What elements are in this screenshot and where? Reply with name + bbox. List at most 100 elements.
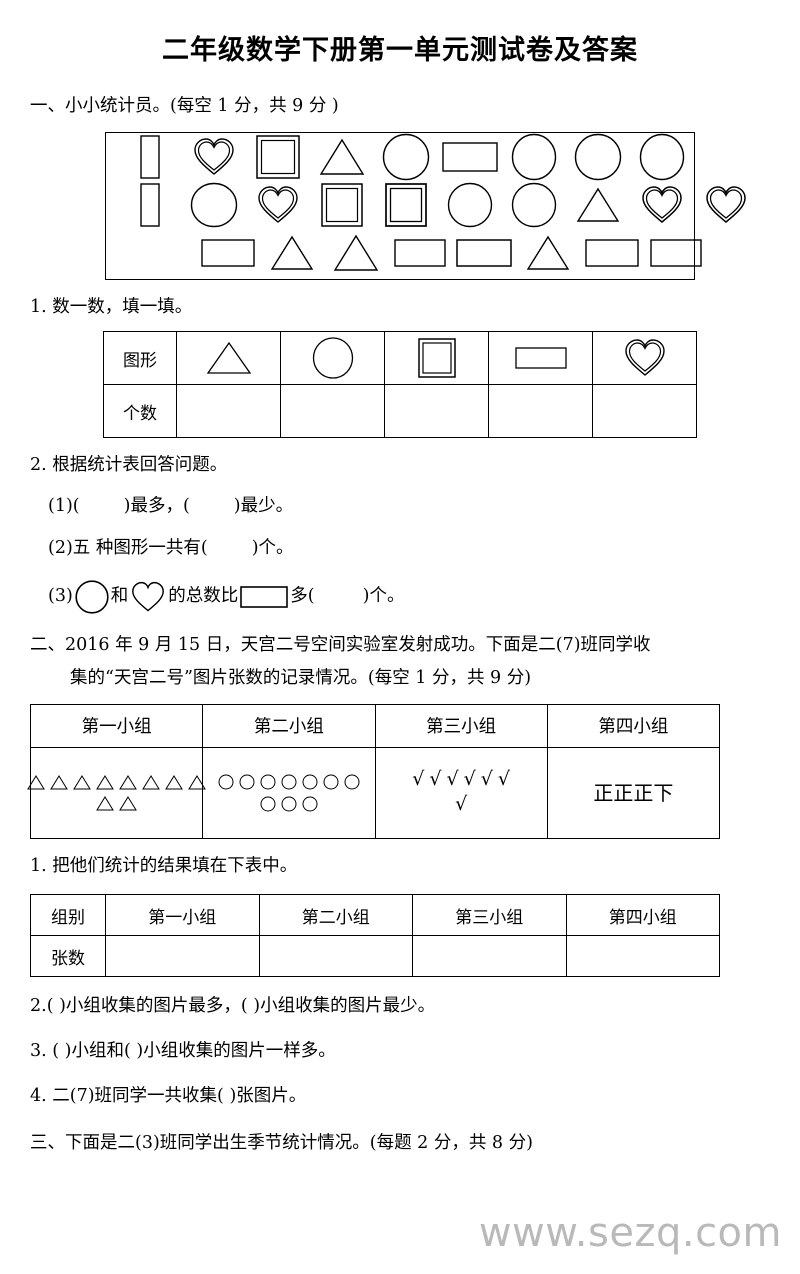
section-one-q1-label: 1. 数一数，填一填。: [30, 297, 193, 318]
rectangle-h-icon: [388, 230, 452, 276]
count-cell[interactable]: [565, 935, 720, 977]
rectangle-h-icon: [196, 230, 260, 276]
count-cell[interactable]: [105, 935, 260, 977]
table-row: √ √ √ √ √ √ √ 正正正下: [27, 746, 721, 839]
site-watermark: www.sezq.com: [478, 1210, 782, 1256]
triangle-icon: [324, 230, 388, 276]
count-header-group3: 第三小组: [412, 894, 567, 936]
check-icon: √: [497, 767, 510, 790]
double-square-icon: [384, 331, 489, 386]
count-header-group1: 第一小组: [105, 894, 260, 936]
q2-3-mid-b: 的总数比: [168, 586, 239, 607]
shape-pool-row: [106, 181, 746, 229]
triangle-icon: [566, 182, 630, 228]
count-cell[interactable]: [176, 384, 281, 439]
row-label-count: 个数: [103, 384, 177, 439]
section-one-heading: 一、小小统计员。(每空 1 分，共 9 分 ): [30, 96, 339, 116]
page-title: 二年级数学下册第一单元测试卷及答案: [162, 35, 638, 66]
triangle-icon: [260, 230, 324, 276]
heart-icon: [694, 182, 758, 228]
q2-2-prefix: (2)五 种图形一共有(: [48, 537, 208, 558]
rectangle-h-icon: [240, 585, 289, 608]
double-square-icon: [374, 182, 438, 228]
heart-icon: [182, 134, 246, 180]
count-cell[interactable]: [280, 384, 385, 439]
tally-line: √ √ √ √ √ √: [412, 767, 510, 790]
circle-icon: [438, 182, 502, 228]
circle-icon: [280, 331, 385, 386]
table-row: 个数: [103, 384, 697, 439]
check-icon: √: [480, 767, 493, 790]
q2-2-suffix: )个。: [251, 537, 294, 558]
count-cell[interactable]: [488, 384, 593, 439]
row-label-shape: 图形: [103, 331, 177, 386]
rectangle-h-icon: [452, 230, 516, 276]
table-row: 张数: [30, 935, 720, 977]
tally-header-group1: 第一小组: [29, 703, 204, 748]
rectangle-h-icon: [644, 230, 708, 276]
q2-1-middle: )最多，(: [123, 496, 190, 517]
tally-cell-group1: [27, 746, 207, 839]
triangle-icon: [516, 230, 580, 276]
tally-header-group2: 第二小组: [202, 703, 376, 748]
circle-icon: [182, 182, 246, 228]
tally-cell-group4: 正正正下: [546, 746, 721, 839]
check-icon: √: [446, 767, 459, 790]
section-two-heading-line1: 二、2016 年 9 月 15 日，天宫二号空间实验室发射成功。下面是二(7)班…: [30, 634, 651, 655]
q2-3-prefix: (3): [48, 586, 73, 607]
row-label-group: 组别: [30, 894, 106, 936]
section-one-q2-item-3: (3) 和 的总数比 多( )个。: [30, 580, 768, 614]
section-two-q1-label: 1. 把他们统计的结果填在下表中。: [30, 855, 298, 876]
q2-3-mid-a: 和: [110, 586, 129, 607]
section-three-heading: 三、下面是二(3)班同学出生季节统计情况。(每题 2 分，共 8 分): [30, 1133, 533, 1154]
q2-1-prefix: (1)(: [48, 496, 80, 517]
count-cell[interactable]: [258, 935, 413, 977]
count-header-group4: 第四小组: [565, 894, 720, 936]
circle-icon: [374, 133, 438, 181]
circle-icon: [502, 133, 566, 181]
rectangle-v-icon: [118, 134, 182, 180]
triangle-icon: [310, 134, 374, 180]
row-label-sheets: 张数: [30, 935, 106, 977]
check-icon: √: [463, 767, 476, 790]
check-icon: √: [412, 767, 425, 790]
table-row: 第一小组 第二小组 第三小组 第四小组: [29, 703, 721, 748]
triangle-icon: [176, 331, 281, 386]
shape-pool-row: [106, 229, 702, 277]
shape-pool-box: [105, 132, 746, 281]
double-square-icon: [310, 182, 374, 228]
tally-cell-group2: [202, 746, 376, 839]
q2-3-mid-c: 多(: [290, 586, 315, 607]
tally-header-group4: 第四小组: [546, 703, 721, 748]
tally-line: [27, 774, 207, 790]
rectangle-h-icon: [438, 134, 502, 180]
section-two-q4: 4. 二(7)班同学一共收集( )张图片。: [30, 1086, 307, 1107]
q2-3-suffix: )个。: [362, 586, 405, 607]
tally-header-group3: 第三小组: [374, 703, 548, 748]
circle-icon: [502, 182, 566, 228]
rectangle-h-icon: [580, 230, 644, 276]
count-cell[interactable]: [384, 384, 489, 439]
tally-line: [96, 795, 138, 811]
tally-line: [260, 796, 318, 812]
tally-line: 正正正下: [593, 783, 673, 803]
rectangle-v-icon: [118, 182, 182, 228]
section-two-heading-line2: 集的“天宫二号”图片张数的记录情况。(每空 1 分，共 9 分): [70, 667, 532, 688]
rectangle-h-icon: [488, 331, 593, 386]
circle-icon: [75, 580, 109, 614]
heart-icon: [130, 581, 166, 613]
shape-pool-row: [106, 133, 694, 181]
circle-icon: [630, 133, 694, 181]
zheng-tally-marks: 正正正下: [593, 780, 674, 805]
section-one-q2-label: 2. 根据统计表回答问题。: [30, 455, 228, 476]
tally-line: √: [455, 794, 467, 815]
q2-1-suffix: )最少。: [233, 496, 294, 517]
heart-icon: [246, 182, 310, 228]
count-cell[interactable]: [412, 935, 567, 977]
section-two-q2: 2.( )小组收集的图片最多，( )小组收集的图片最少。: [30, 996, 436, 1016]
table-row: 组别 第一小组 第二小组 第三小组 第四小组: [30, 894, 720, 936]
table-row: 图形: [103, 331, 697, 386]
count-cell[interactable]: [592, 384, 697, 439]
shape-count-table: 图形 个数: [103, 331, 697, 439]
